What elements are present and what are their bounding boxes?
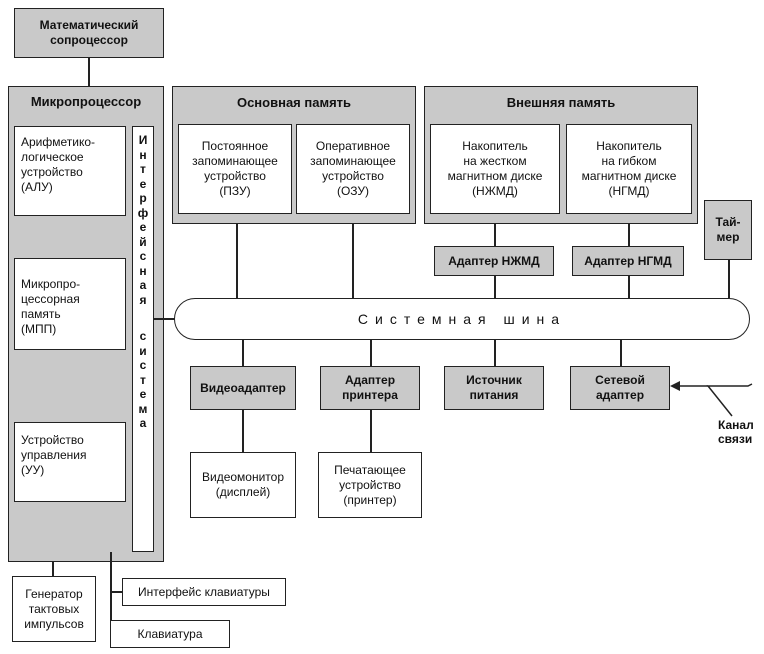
hdd-adapter-to-bus-line — [494, 276, 496, 298]
interface-system-letter: ф — [137, 205, 149, 220]
video-to-monitor-line — [242, 410, 244, 452]
bus-to-network-line — [620, 340, 622, 366]
comm-channel-label: Канал связи — [718, 418, 754, 447]
interface-system-letter: т — [140, 372, 146, 387]
interface-system-letter: й — [139, 234, 147, 249]
hdd-to-adapter-line — [494, 224, 496, 246]
coprocessor-connector — [88, 58, 90, 86]
printer-box: Печатающее устройство (принтер) — [318, 452, 422, 518]
bus-to-video-line — [242, 340, 244, 366]
keyboard-interface-box: Интерфейс клавиатуры — [122, 578, 286, 606]
interface-system-letter: и — [139, 343, 147, 358]
interface-system-letter: а — [139, 278, 147, 292]
interface-system-letter: с — [139, 358, 147, 372]
clock-generator-box: Генератор тактовых импульсов — [12, 576, 96, 642]
bus-to-power-line — [494, 340, 496, 366]
interface-system-letter: с — [139, 329, 147, 343]
math-coprocessor-box: Математический сопроцессор — [14, 8, 164, 58]
hdd-box: Накопитель на жестком магнитном диске (Н… — [430, 124, 560, 214]
keyboard-iface-connector — [110, 591, 122, 593]
microprocessor-to-clock-line — [52, 562, 54, 576]
bus-to-printer-adapter-line — [370, 340, 372, 366]
interface-system-letter: н — [139, 147, 147, 162]
monitor-box: Видеомонитор (дисплей) — [190, 452, 296, 518]
rom-box: Постоянное запоминающее устройство (ПЗУ) — [178, 124, 292, 214]
main-memory-title: Основная память — [236, 95, 352, 110]
interface-to-bus-line — [154, 318, 176, 320]
uu-box: Устройство управления (УУ) — [14, 422, 126, 502]
fdd-adapter-box: Адаптер НГМД — [572, 246, 684, 276]
printer-adapter-to-printer-line — [370, 410, 372, 452]
timer-box: Тай- мер — [704, 200, 752, 260]
network-adapter-box: Сетевой адаптер — [570, 366, 670, 410]
interface-system-letter — [141, 307, 144, 329]
system-bus: Системная шина — [174, 298, 750, 340]
external-memory-title: Внешняя память — [506, 95, 616, 110]
rom-to-bus-line — [236, 224, 238, 298]
interface-system-letter: е — [139, 176, 147, 191]
fdd-adapter-to-bus-line — [628, 276, 630, 298]
hdd-adapter-box: Адаптер НЖМД — [434, 246, 554, 276]
interface-system-letter: н — [139, 263, 147, 278]
keyboard-box: Клавиатура — [110, 620, 230, 648]
interface-system-letter: м — [138, 401, 148, 416]
interface-system-letter: И — [138, 133, 148, 147]
timer-to-bus-line — [728, 260, 730, 298]
video-adapter-box: Видеоадаптер — [190, 366, 296, 410]
ram-to-bus-line — [352, 224, 354, 298]
interface-system-letter: а — [139, 416, 147, 430]
interface-system-letter: т — [140, 162, 146, 176]
printer-adapter-box: Адаптер принтера — [320, 366, 420, 410]
mpp-box: Микропро- цессорная память (МПП) — [14, 258, 126, 350]
interface-system-letter: е — [139, 220, 147, 234]
alu-box: Арифметико- логическое устройство (АЛУ) — [14, 126, 126, 216]
interface-system-letter: е — [139, 387, 147, 401]
comm-channel-arrow — [670, 381, 753, 417]
fdd-to-adapter-line — [628, 224, 630, 246]
fdd-box: Накопитель на гибком магнитном диске (НГ… — [566, 124, 692, 214]
ram-box: Оперативное запоминающее устройство (ОЗУ… — [296, 124, 410, 214]
interface-system-letter: р — [139, 191, 147, 205]
microprocessor-title: Микропроцессор — [30, 94, 142, 109]
interface-system-letter: с — [139, 249, 147, 263]
power-supply-box: Источник питания — [444, 366, 544, 410]
interface-system-letter: я — [139, 292, 147, 307]
